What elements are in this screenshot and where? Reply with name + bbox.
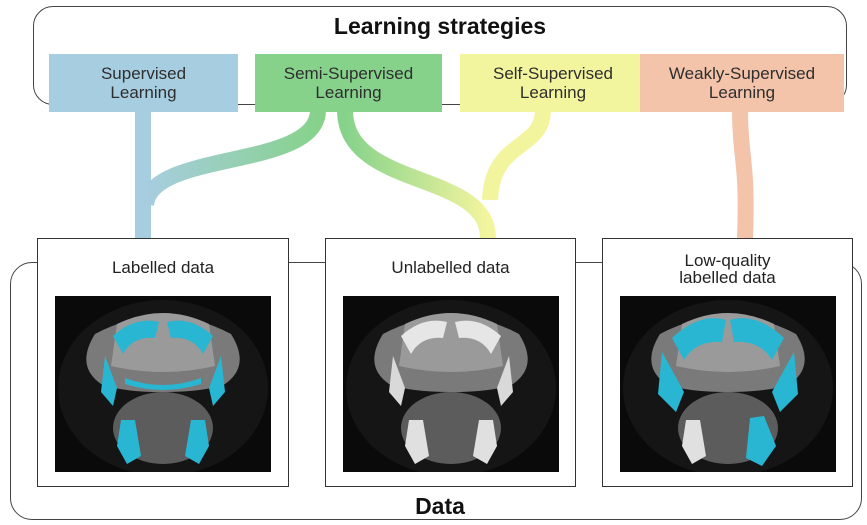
strategy-weakly-supervised: Weakly-Supervised Learning [640, 54, 844, 112]
learning-strategies-title: Learning strategies [333, 13, 547, 39]
low-quality-data-label: Low-quality labelled data [679, 251, 776, 287]
semi-to-unlabelled-connector [337, 109, 496, 239]
self-supervised-connector [482, 109, 551, 201]
weakly-supervised-connector [732, 109, 754, 239]
strategy-semi-supervised: Semi-Supervised Learning [255, 54, 442, 112]
data-title: Data [415, 493, 465, 519]
strategy-self-supervised: Self-Supervised Learning [460, 54, 646, 112]
labelled-data-label: Labelled data [111, 258, 215, 277]
labelled-ct-image [55, 296, 271, 472]
strategy-supervised: Supervised Learning [49, 54, 238, 112]
unlabelled-data-panel: Unlabelled data [325, 238, 576, 487]
semi-to-labelled-connector [138, 108, 326, 207]
low-quality-ct-image [620, 296, 836, 472]
labelled-data-panel: Labelled data [37, 238, 289, 487]
unlabelled-data-label: Unlabelled data [391, 258, 510, 277]
low-quality-data-panel: Low-quality labelled data [602, 238, 853, 487]
unlabelled-ct-image [343, 296, 559, 472]
